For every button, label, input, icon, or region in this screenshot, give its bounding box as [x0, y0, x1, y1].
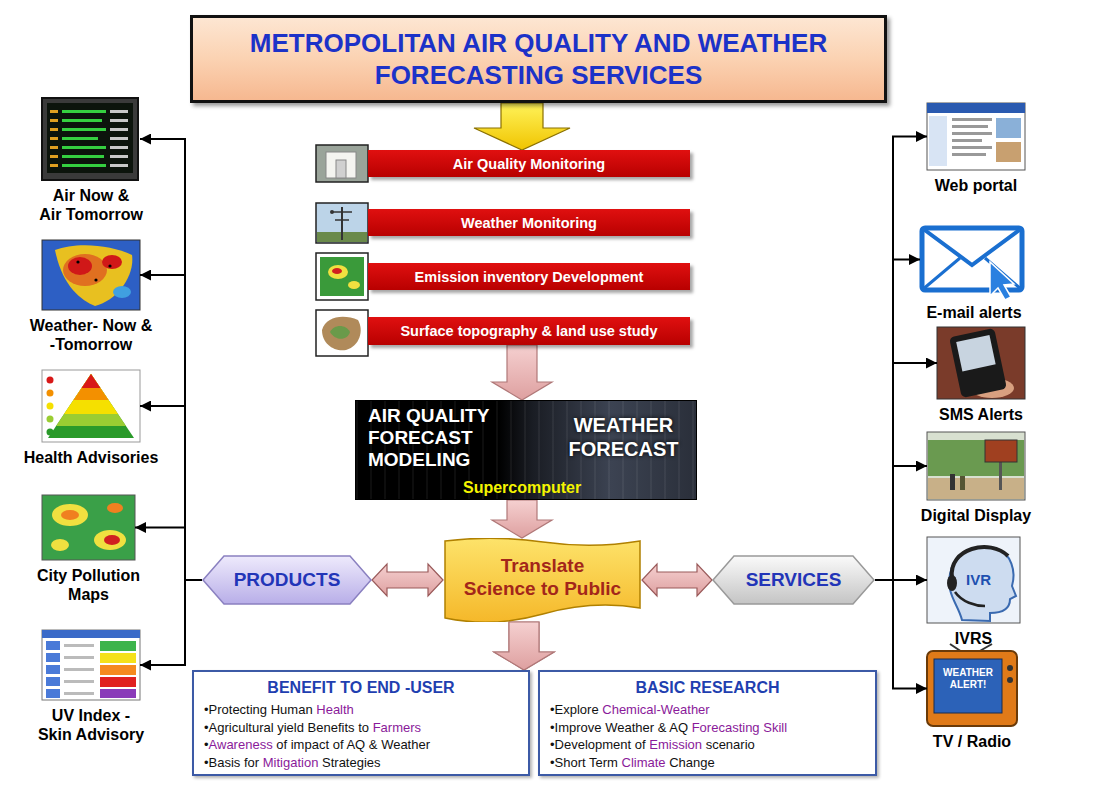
bar-label: Weather Monitoring: [461, 214, 597, 232]
hexagon-label: PRODUCTS: [234, 569, 341, 591]
uv-index-picture: [42, 630, 140, 700]
model-text: AIR QUALITY FORECAST MODELING: [368, 405, 489, 471]
info-panel: BENEFIT TO END -USER •Protecting Human He…: [192, 670, 530, 776]
title-box: METROPOLITAN AIR QUALITY AND WEATHER FOR…: [190, 15, 887, 103]
bar-label: Air Quality Monitoring: [453, 155, 605, 173]
block-arrow: [494, 622, 554, 670]
pollution-map-picture: [42, 495, 135, 560]
health-pyramid-picture: [42, 370, 140, 442]
product-icon: Air Now & Air Tomorrow: [42, 98, 140, 180]
email-envelope-picture: [922, 228, 1022, 300]
icon-caption: Web portal: [935, 176, 1017, 195]
block-arrow: [492, 500, 552, 538]
sms-phone-picture: [937, 327, 1025, 399]
product-icon: City Pollution Maps: [42, 495, 135, 560]
products-hexagon: PRODUCTS: [202, 555, 372, 605]
bracket-connector: [135, 528, 202, 581]
picture-text: WEATHER ALERT!: [935, 667, 1001, 691]
banner-text: Translate Science to Public: [464, 554, 621, 600]
services-hexagon: SERVICES: [712, 555, 875, 605]
product-icon: Health Advisories: [42, 370, 140, 442]
machine-text: Supercomputer: [463, 478, 581, 497]
bracket-connector: [875, 580, 927, 689]
icon-caption: UV Index - Skin Advisory: [38, 706, 144, 744]
bracket-connector: [140, 139, 202, 580]
block-arrow: [494, 622, 554, 670]
bullet-item: •Short Term Climate Change: [550, 754, 865, 772]
process-bar: Emission inventory Development: [368, 263, 690, 290]
icon-caption: Digital Display: [921, 506, 1031, 525]
bullet-item: •Agricultural yield Benefits to Farmers: [204, 719, 518, 737]
process-bar: Weather Monitoring: [368, 209, 690, 236]
forecast-text: WEATHER FORECAST: [561, 413, 686, 461]
info-panel: BASIC RESEARCH•Explore Chemical-Weather•…: [538, 670, 877, 776]
bracket-connector: [875, 137, 927, 581]
bullet-item: •Explore Chemical-Weather: [550, 701, 865, 719]
block-arrow: [492, 345, 552, 400]
bar-label: Emission inventory Development: [415, 268, 644, 286]
icon-caption: IVRS: [955, 629, 992, 648]
tv-picture: [927, 644, 1017, 726]
digital-display-picture: [927, 432, 1025, 500]
bullet-item: •Improve Weather & AQ Forecasting Skill: [550, 719, 865, 737]
icon-caption: City Pollution Maps: [37, 566, 140, 604]
icon-caption: E-mail alerts: [926, 303, 1021, 322]
bullet-item: •Basis for Mitigation Strategies: [204, 754, 518, 772]
supercomputer-box: AIR QUALITY FORECAST MODELING WEATHER FOR…: [355, 400, 697, 500]
service-icon: Web portal: [927, 103, 1025, 170]
hexagon-label: SERVICES: [746, 569, 842, 591]
bullet-item: •Protecting Human Health: [204, 701, 518, 719]
product-icon: UV Index - Skin Advisory: [42, 630, 140, 700]
bracket-connector: [140, 580, 202, 665]
ivrs-head-picture: [927, 537, 1020, 623]
bracket-connector: [875, 466, 927, 580]
icon-caption: SMS Alerts: [939, 405, 1023, 424]
product-icon: Weather- Now & -Tomorrow: [42, 240, 140, 310]
block-arrow: [474, 103, 570, 150]
service-icon: E-mail alerts: [920, 222, 1028, 297]
bullet-item: •Awareness of impact of AQ & Weather: [204, 736, 518, 754]
shelter-icon: [316, 145, 368, 182]
bracket-connector: [140, 406, 202, 580]
bullet-item: •Development of Emission scenario: [550, 736, 865, 754]
icon-caption: TV / Radio: [933, 732, 1011, 751]
picture-text: IVR: [966, 571, 991, 588]
bracket-connector: [875, 363, 937, 580]
web-portal-picture: [927, 103, 1025, 170]
icon-caption: Health Advisories: [24, 448, 159, 467]
service-icon: SMS Alerts: [937, 327, 1025, 399]
double-block-arrow: [372, 564, 443, 596]
weather-mast-icon: [316, 203, 368, 243]
bracket-connector: [875, 260, 920, 581]
panel-heading: BENEFIT TO END -USER: [204, 678, 518, 698]
topography-icon: [316, 310, 368, 356]
air-now-screen-picture: [42, 98, 138, 180]
emission-map-icon: [316, 253, 368, 300]
double-block-arrow: [642, 564, 712, 596]
bar-label: Surface topography & land use study: [400, 322, 657, 340]
translate-banner: Translate Science to Public: [443, 538, 642, 622]
process-bar: Surface topography & land use study: [368, 317, 690, 345]
service-icon: Digital Display: [927, 432, 1025, 500]
panel-heading: BASIC RESEARCH: [550, 678, 865, 698]
icon-caption: Weather- Now & -Tomorrow: [30, 316, 152, 354]
title-text: METROPOLITAN AIR QUALITY AND WEATHER FOR…: [250, 27, 827, 91]
icon-caption: Air Now & Air Tomorrow: [39, 186, 143, 224]
process-bar: Air Quality Monitoring: [368, 150, 690, 177]
weather-map-picture: [42, 240, 140, 310]
